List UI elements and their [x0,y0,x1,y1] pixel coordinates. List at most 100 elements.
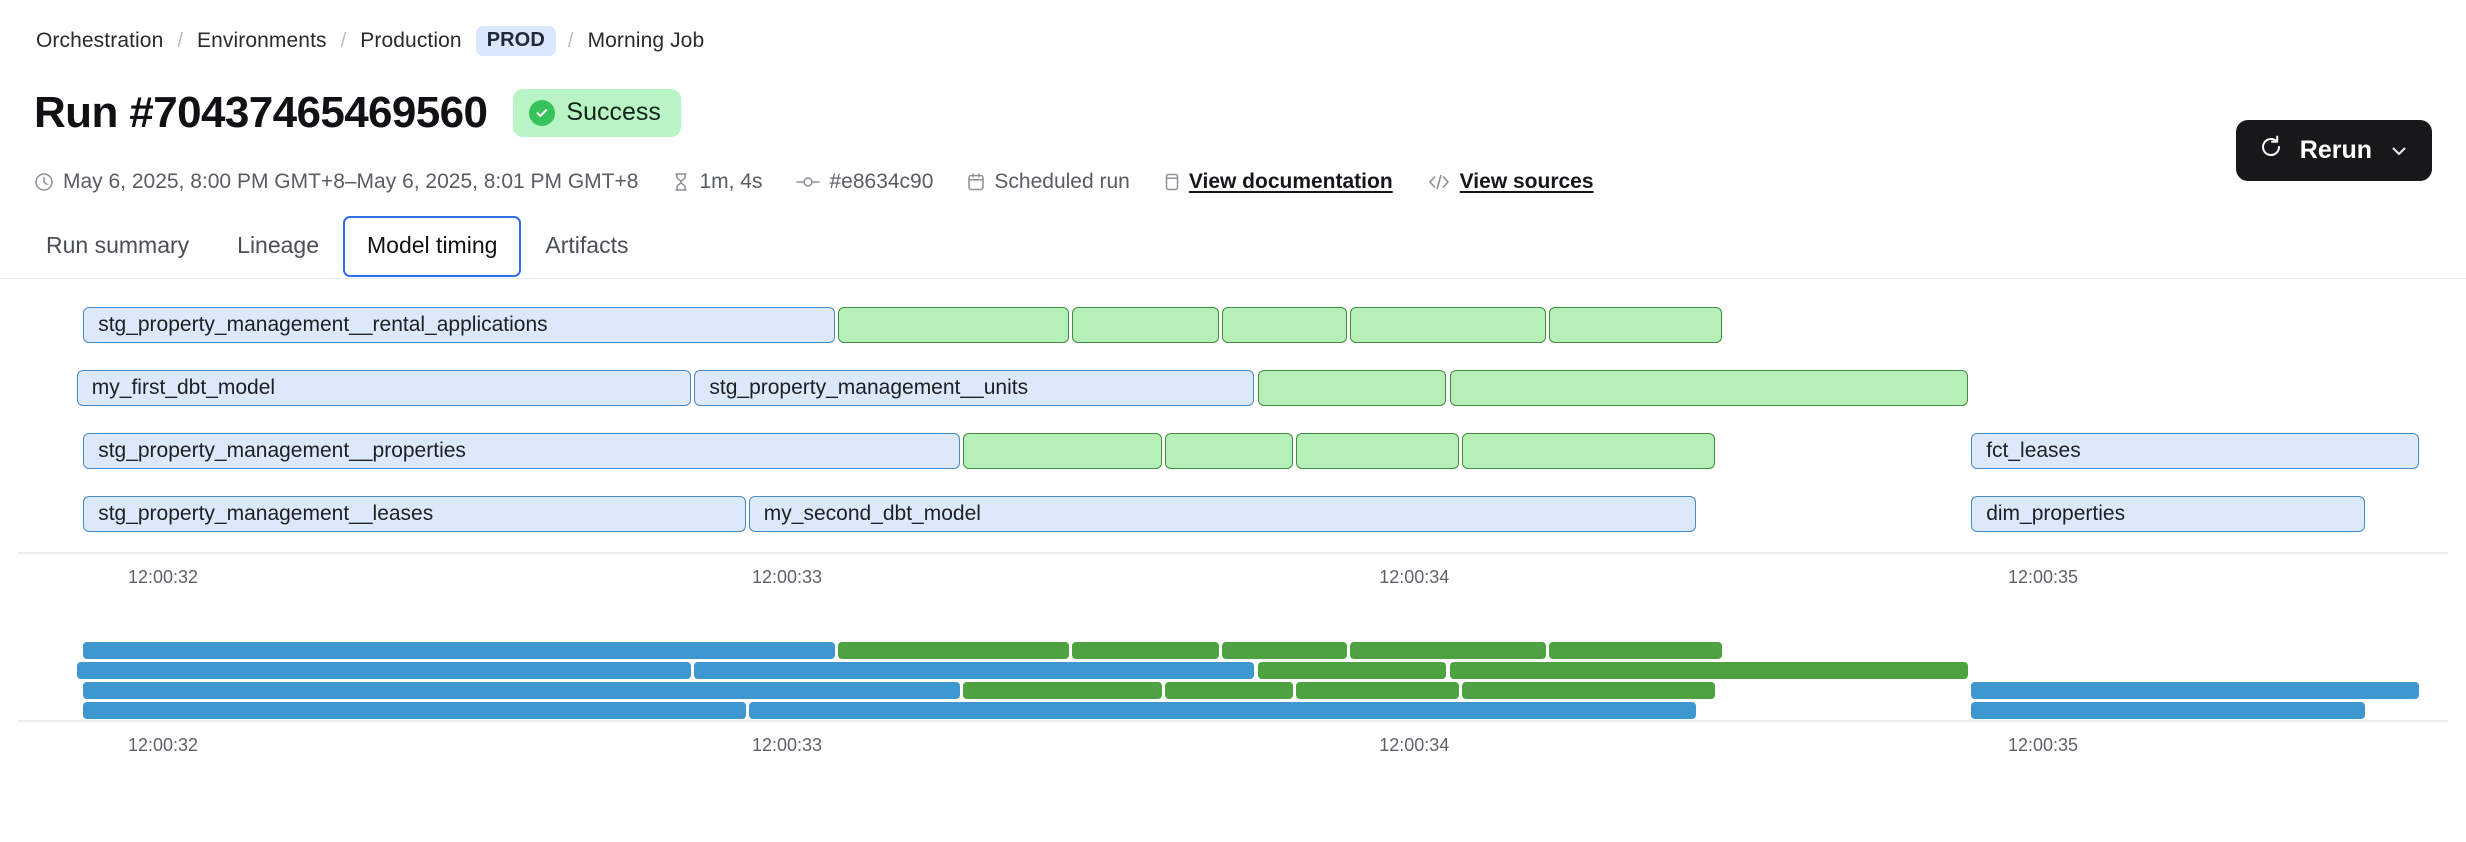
minimap-bar[interactable] [1462,682,1716,699]
gantt-bar-test[interactable] [838,307,1069,343]
breadcrumb-item-orchestration[interactable]: Orchestration [36,29,164,52]
gantt-bar-test[interactable] [1072,307,1220,343]
environment-badge-prod: PROD [475,26,556,56]
refresh-icon [2258,134,2284,167]
title-row: Run #70437465469560 Success [34,88,681,138]
gantt-bar-test[interactable] [1257,370,1447,406]
axis-tick-label: 12:00:34 [1379,735,1450,755]
axis-line [18,720,2448,722]
gantt-bar-label: dim_properties [1986,502,2126,525]
tab-bar-divider [0,278,2466,279]
gantt-bar-fct_leases[interactable]: fct_leases [1971,433,2420,469]
meta-documentation[interactable]: View documentation [1164,170,1393,194]
gantt-bar-my_second_dbt_model[interactable]: my_second_dbt_model [748,496,1696,532]
meta-trigger: Scheduled run [967,170,1130,194]
minimap-bar[interactable] [1449,662,1968,679]
breadcrumb-item-environments[interactable]: Environments [197,29,327,52]
minimap-row[interactable] [0,680,2466,700]
minimap-bar[interactable] [76,662,692,679]
gantt-bar-test[interactable] [1548,307,1722,343]
tab-run-summary[interactable]: Run summary [46,232,190,258]
hourglass-icon [672,172,690,192]
gantt-row: my_first_dbt_model stg_property_managemen… [0,363,2466,426]
rerun-button[interactable]: Rerun [2235,120,2432,181]
chevron-down-icon[interactable] [2388,140,2410,162]
gantt-bar-test[interactable] [1350,307,1546,343]
gantt-bar-label: stg_property_management__units [709,376,1029,399]
gantt-bar-stg_property_management__properties[interactable]: stg_property_management__properties [83,433,960,469]
minimap-bar[interactable] [1296,682,1460,699]
minimap-bar[interactable] [963,682,1162,699]
model-timing-gantt: stg_property_management__rental_applicat… [0,300,2466,598]
breadcrumb-item-morning-job[interactable]: Morning Job [587,29,705,52]
gantt-bar-test[interactable] [1222,307,1348,343]
gantt-bar-label: stg_property_management__rental_applicat… [98,313,548,336]
gantt-bar-test[interactable] [1449,370,1968,406]
minimap-bar[interactable] [1350,642,1546,659]
tab-artifacts[interactable]: Artifacts [545,232,629,258]
minimap-row[interactable] [0,660,2466,680]
minimap-bar[interactable] [1164,682,1293,699]
breadcrumb-separator: / [567,29,574,52]
meta-trigger-text: Scheduled run [994,170,1130,193]
minimap-bar[interactable] [1072,642,1220,659]
tab-lineage[interactable]: Lineage [237,232,320,258]
check-circle-icon [529,99,556,126]
axis-tick-label: 12:00:32 [128,567,199,587]
gantt-bar-test[interactable] [1462,433,1716,469]
minimap-bar[interactable] [1971,702,2365,719]
axis-tick-label: 12:00:32 [128,735,199,755]
gantt-bar-label: my_first_dbt_model [91,376,276,399]
minimap-bar[interactable] [838,642,1069,659]
gantt-bar-stg_property_management__rental_applications[interactable]: stg_property_management__rental_applicat… [83,307,836,343]
gantt-bar-test[interactable] [1164,433,1293,469]
calendar-icon [967,172,985,192]
minimap-bar[interactable] [83,682,960,699]
tab-bar: Run summary Lineage Model timing Artifac… [22,216,652,277]
minimap-bar[interactable] [1548,642,1722,659]
meta-duration: 1m, 4s [672,170,762,194]
axis-tick-label: 12:00:33 [752,567,823,587]
page-title: Run #70437465469560 [34,88,488,137]
gantt-bar-label: stg_property_management__leases [98,502,434,525]
gantt-bar-stg_property_management__leases[interactable]: stg_property_management__leases [83,496,746,532]
breadcrumb-separator: / [340,29,347,52]
tab-model-timing[interactable]: Model timing [343,216,522,277]
gantt-bar-my_first_dbt_model[interactable]: my_first_dbt_model [76,370,692,406]
run-metadata: May 6, 2025, 8:00 PM GMT+8–May 6, 2025, … [34,170,1594,194]
gantt-row: stg_property_management__properties fct_l… [0,426,2466,489]
minimap-row[interactable] [0,640,2466,660]
gantt-row: stg_property_management__rental_applicat… [0,300,2466,363]
breadcrumb-separator: / [177,29,184,52]
breadcrumb-item-production[interactable]: Production [360,29,462,52]
gantt-bar-stg_property_management__units[interactable]: stg_property_management__units [694,370,1255,406]
gantt-bar-label: fct_leases [1986,439,2081,462]
breadcrumb: Orchestration / Environments / Productio… [34,26,706,56]
minimap-bar[interactable] [83,702,746,719]
view-sources-link[interactable]: View sources [1459,170,1594,193]
gantt-bar-label: stg_property_management__properties [98,439,466,462]
gantt-bar-dim_properties[interactable]: dim_properties [1971,496,2365,532]
gantt-bar-test[interactable] [963,433,1162,469]
minimap-bar[interactable] [1257,662,1447,679]
meta-timerange-text: May 6, 2025, 8:00 PM GMT+8–May 6, 2025, … [63,170,639,193]
minimap-bar[interactable] [1222,642,1348,659]
minimap-bar[interactable] [748,702,1696,719]
minimap-row[interactable] [0,700,2466,720]
minimap-bar[interactable] [1971,682,2420,699]
gantt-bar-label: my_second_dbt_model [763,502,981,525]
meta-sources[interactable]: View sources [1427,170,1594,194]
gantt-row: stg_property_management__leases my_second… [0,489,2466,552]
minimap-bar[interactable] [83,642,836,659]
book-icon [1164,172,1180,192]
view-documentation-link[interactable]: View documentation [1188,170,1393,193]
gantt-bar-test[interactable] [1296,433,1460,469]
clock-icon [34,172,54,192]
minimap-bar[interactable] [694,662,1255,679]
meta-timerange: May 6, 2025, 8:00 PM GMT+8–May 6, 2025, … [34,170,638,194]
meta-commit-text: #e8634c90 [829,170,934,193]
